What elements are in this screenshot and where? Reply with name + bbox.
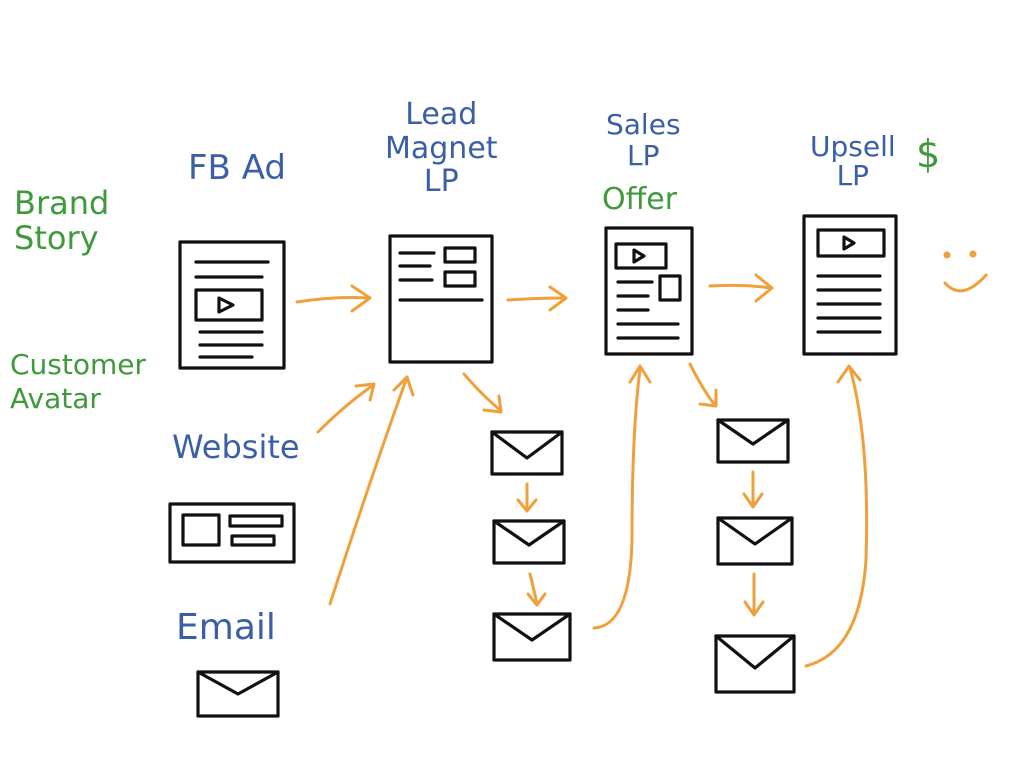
- sales-lp-label: Sales LP: [606, 108, 681, 172]
- video-thumbnail: [614, 242, 668, 270]
- lead-magnet-lp-label: Lead Magnet LP: [385, 97, 498, 200]
- envelope-icon: [196, 670, 280, 718]
- envelope-icon: [714, 634, 796, 694]
- play-icon: [632, 248, 646, 264]
- dollar-sign-label: $: [916, 132, 941, 176]
- fb-ad-label: FB Ad: [188, 148, 286, 188]
- envelope-icon: [716, 418, 790, 464]
- upsell-lp-page: [802, 214, 898, 356]
- sales-lp-page: [604, 226, 694, 356]
- video-thumbnail: [816, 228, 886, 258]
- envelope-icon: [492, 612, 572, 662]
- play-icon: [217, 296, 235, 314]
- website-label: Website: [172, 428, 300, 466]
- brand-story-label: Brand Story: [14, 184, 110, 258]
- smiley-face-icon: [943, 250, 988, 293]
- envelope-icon: [492, 519, 566, 565]
- lead-magnet-lp-page: [388, 234, 494, 364]
- envelope-icon: [716, 516, 794, 566]
- upsell-lp-label: Upsell LP: [810, 130, 896, 193]
- customer-avatar-label: Customer Avatar: [10, 348, 147, 415]
- fb-ad-page: [178, 240, 286, 370]
- play-icon: [842, 235, 856, 251]
- flow-arrows: [295, 273, 869, 668]
- envelope-icon: [490, 430, 564, 476]
- website-page: [168, 502, 296, 564]
- offer-label: Offer: [602, 182, 678, 217]
- email-label: Email: [176, 607, 276, 648]
- video-thumbnail: [194, 288, 264, 322]
